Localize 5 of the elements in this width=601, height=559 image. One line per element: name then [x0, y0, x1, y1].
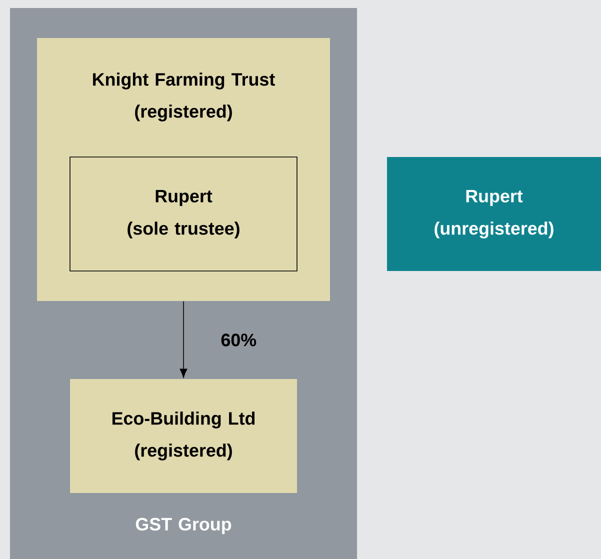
entity-box: Rupert (unregistered) [387, 157, 601, 271]
trustee-box: Rupert (sole trustee) [70, 156, 298, 272]
entity-box: Eco-Building Ltd (registered) [70, 379, 297, 493]
edge-label: 60% [220, 332, 258, 348]
arrow [180, 300, 188, 378]
